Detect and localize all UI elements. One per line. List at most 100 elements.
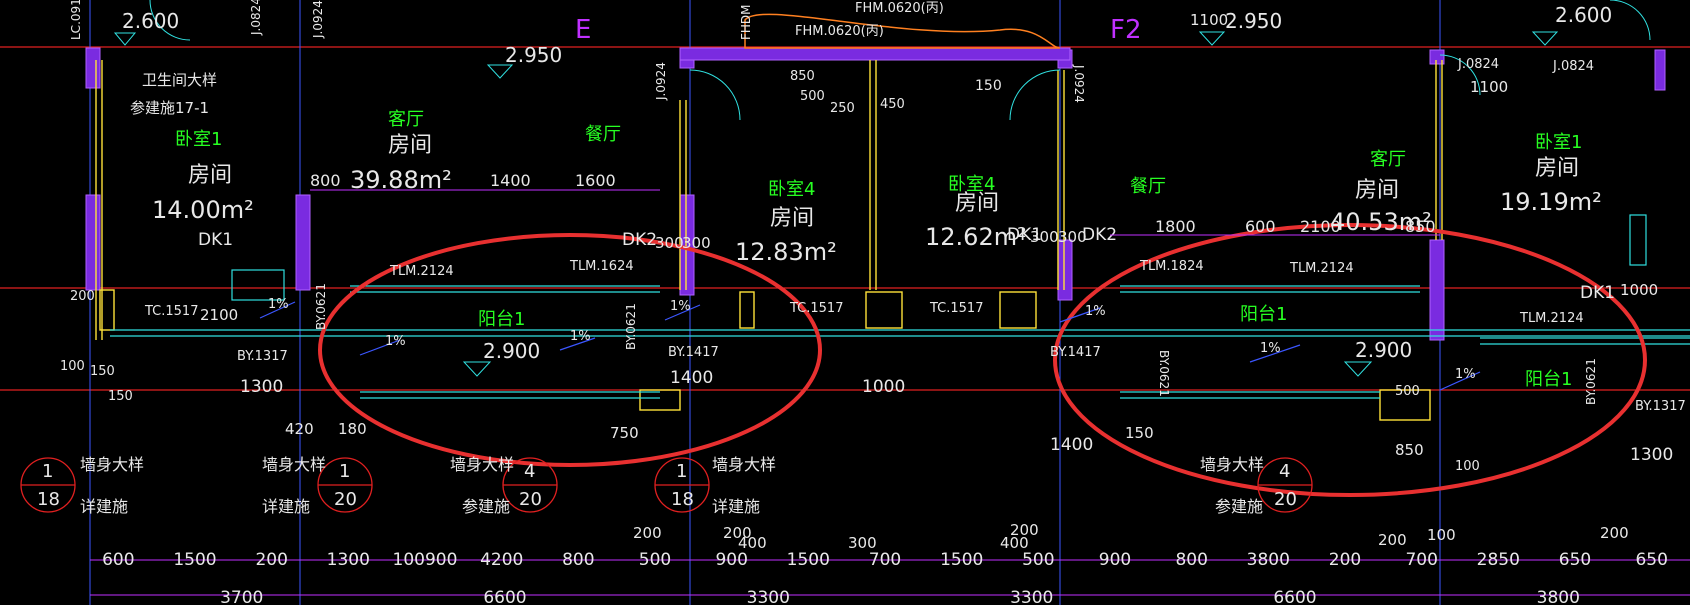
tag-label: BY.1417	[1050, 345, 1101, 360]
tag-label: DK1	[1580, 283, 1615, 303]
dimension-value: 650	[1559, 550, 1591, 570]
tag-label: BY.0621	[624, 303, 638, 350]
tag-label: TLM.2124	[1519, 311, 1584, 326]
callout-top: 1	[339, 461, 350, 482]
callout-label: 墙身大样	[80, 455, 144, 474]
room-type: 房间	[388, 133, 432, 158]
room-area: 19.19m²	[1500, 188, 1602, 216]
room-name: 阳台1	[1240, 304, 1287, 325]
dim-text: 250	[830, 101, 855, 116]
dim-text: 1400	[1050, 435, 1093, 455]
room-type: 房间	[188, 163, 232, 188]
dimension-value: 800	[1175, 550, 1207, 570]
dimension-value: 3300	[747, 588, 790, 605]
dim-text: 750	[610, 424, 639, 442]
dim-text: 400	[1000, 534, 1029, 552]
tag-label: TC.1517	[929, 301, 983, 316]
dim-text: 150	[108, 389, 133, 404]
dim-text: 150	[975, 78, 1002, 94]
callout-top: 4	[1279, 461, 1290, 482]
slope-label: 1%	[385, 334, 406, 349]
dimension-value: 600	[102, 550, 134, 570]
room-name: 客厅	[1370, 149, 1406, 170]
dim-text: 420	[285, 420, 314, 438]
dim-text: 200	[1600, 524, 1629, 542]
dim-text: 850	[1405, 217, 1436, 236]
dimension-value: 1300	[327, 550, 370, 570]
axis-label-e: E	[575, 15, 591, 45]
tag-label: J.0924	[654, 62, 668, 101]
dimension-value: 700	[869, 550, 901, 570]
callout-top: 4	[524, 461, 535, 482]
tag-label: LC.091	[69, 0, 83, 40]
note-text: 参建施17-1	[130, 99, 209, 117]
dimension-value: 900	[1099, 550, 1131, 570]
dim-text: 400	[738, 534, 767, 552]
room-name: 卧室4	[768, 179, 815, 200]
elevation-label: 2.950	[505, 43, 562, 67]
slope-label: 1%	[1260, 341, 1281, 356]
dim-text: 2100	[200, 306, 238, 324]
dim-text: 150	[1125, 424, 1154, 442]
dimension-value: 500	[1022, 550, 1054, 570]
hydrant-tag: FHM.0620(丙)	[795, 24, 884, 39]
tag-label: 1100	[1470, 78, 1508, 96]
slope-label: 1%	[1085, 304, 1106, 319]
window-rails	[110, 214, 1690, 399]
dim-text: 200	[70, 289, 95, 304]
tag-label: J.0924	[1072, 64, 1086, 103]
dimension-value: 200	[1329, 550, 1361, 570]
dim-text: 1000	[1620, 281, 1658, 299]
dimension-value: 6600	[483, 588, 526, 605]
room-type: 房间	[1355, 178, 1399, 203]
hydrant-outline	[744, 13, 1061, 49]
room-name: 阳台1	[478, 309, 525, 330]
elevation-label: 2.900	[1355, 338, 1412, 362]
axis-label-f2: F2	[1110, 15, 1142, 45]
tag-label: TLM.1824	[1139, 259, 1204, 274]
note-text: 卫生间大样	[142, 71, 217, 89]
callout-sub: 参建施	[462, 497, 510, 516]
dimension-value: 650	[1635, 550, 1667, 570]
dim-text: 500	[800, 89, 825, 104]
callout-bottom: 18	[37, 489, 60, 510]
room-area: 40.53m²	[1330, 208, 1432, 236]
tag-label: BY.1317	[237, 349, 288, 364]
hydrant-tag: FHM.0620(丙)	[855, 1, 944, 16]
dim-text: 500	[1395, 384, 1420, 399]
tag-label: BY.1317	[1635, 399, 1686, 414]
dim-text: 450	[880, 97, 905, 112]
room-area: 12.62m²	[925, 223, 1027, 251]
tag-label: J.0924	[311, 0, 325, 39]
room-area: 39.88m²	[350, 166, 452, 194]
dimension-row-1: 600 1500 200 1300 100900 4200 800 500 900 1500 700…	[102, 550, 1668, 570]
dimension-value: 4200	[480, 550, 523, 570]
dimension-value: 500	[639, 550, 671, 570]
tag-label: TLM.2124	[389, 264, 454, 279]
dimension-value: 1500	[173, 550, 216, 570]
dimension-value: 1500	[787, 550, 830, 570]
dim-text: 1100	[1190, 11, 1228, 29]
room-name: 客厅	[388, 109, 424, 130]
dim-text: 1400	[670, 368, 713, 388]
tag-label: BY.0621	[1584, 358, 1598, 405]
elevation-label: 2.950	[1225, 9, 1282, 33]
callout-top: 1	[676, 461, 687, 482]
slope-arrows	[259, 301, 1481, 391]
dimension-value: 100900	[393, 550, 458, 570]
elevation-label: 2.600	[1555, 3, 1612, 27]
vertical-axis-lines	[89, 0, 1441, 605]
tag-label: DK2	[1082, 225, 1117, 245]
room-name: 餐厅	[585, 124, 621, 145]
tag-label: J.0824	[1457, 57, 1499, 72]
callout-bottom: 20	[1274, 489, 1297, 510]
dim-text: 100	[1427, 526, 1456, 544]
dimension-value: 3700	[220, 588, 263, 605]
dimension-value: 6600	[1273, 588, 1316, 605]
dim-text: 1300	[1630, 445, 1673, 465]
room-name: 餐厅	[1130, 176, 1166, 197]
dimension-value: 200	[255, 550, 287, 570]
dim-text: 850	[1395, 441, 1424, 459]
callout-bottom: 18	[671, 489, 694, 510]
dimension-lines	[90, 189, 1690, 596]
